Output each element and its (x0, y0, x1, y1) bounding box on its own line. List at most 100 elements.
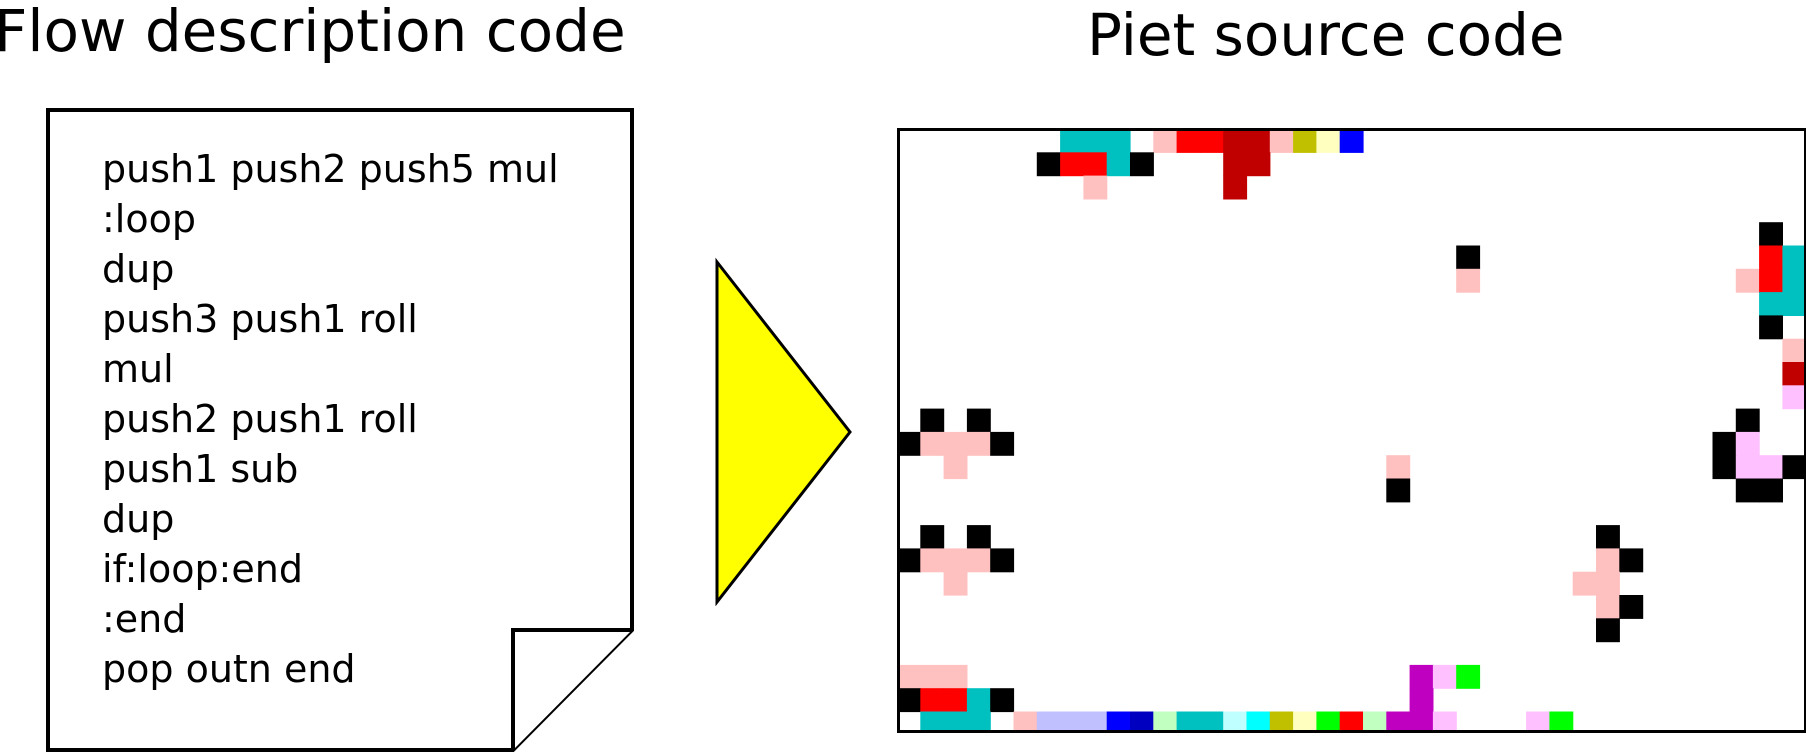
piet-codel-light-red (920, 548, 945, 573)
piet-codel-black (1759, 315, 1783, 340)
piet-codel-black (1036, 152, 1061, 177)
piet-codel-light-red (943, 664, 968, 689)
piet-codel-light-green (1363, 711, 1387, 730)
piet-codel-black (1782, 455, 1804, 480)
piet-codel-dark-cyan (1199, 711, 1224, 730)
piet-codel-dark-cyan (1782, 245, 1804, 270)
piet-codel-dark-red (1782, 362, 1804, 386)
piet-codel-light-blue (1060, 711, 1084, 730)
piet-codel-red (1339, 711, 1364, 730)
piet-codel-light-red (943, 455, 968, 480)
conversion-arrow (715, 257, 852, 606)
piet-codel-black (1619, 548, 1644, 573)
piet-codel-light-red (943, 571, 968, 596)
piet-codel-dark-blue (1130, 711, 1154, 730)
folded-corner (511, 628, 632, 750)
code-line: mul (102, 347, 174, 391)
piet-codel-red (1199, 131, 1224, 153)
piet-codel-dark-red (1223, 131, 1248, 153)
piet-codel-red (1176, 131, 1201, 153)
code-line: push3 push1 roll (102, 297, 418, 341)
piet-codel-light-red (1596, 595, 1620, 619)
piet-codel-black (1735, 478, 1760, 503)
piet-codel-dark-red (1223, 175, 1248, 200)
piet-codel-dark-cyan (1176, 711, 1201, 730)
piet-codel-black (990, 688, 1015, 713)
piet-codel-light-magenta (1735, 431, 1760, 456)
piet-codel-light-magenta (1526, 711, 1550, 730)
piet-codel-red (1083, 152, 1108, 177)
code-line: push1 sub (102, 447, 299, 491)
piet-codel-light-magenta (1735, 455, 1760, 480)
piet-codel-light-red (1456, 268, 1481, 293)
piet-codel-green (1456, 664, 1481, 689)
piet-codel-light-red (966, 431, 991, 456)
piet-codel-dark-cyan (1060, 131, 1084, 153)
piet-codel-black (1130, 152, 1154, 177)
piet-codel-light-yellow (1316, 131, 1341, 153)
code-line: :loop (102, 197, 196, 241)
piet-codel-dark-cyan (966, 711, 991, 730)
piet-codel-black (1735, 408, 1760, 433)
piet-codel-dark-cyan (1782, 292, 1804, 316)
piet-codel-light-red (1269, 131, 1294, 153)
piet-codel-red (1759, 245, 1783, 270)
piet-codel-light-red (1596, 571, 1620, 596)
piet-codel-light-red (943, 431, 968, 456)
piet-source-title: Piet source code (1087, 1, 1565, 69)
piet-codel-dark-cyan (1759, 292, 1783, 316)
piet-codel-black (900, 431, 921, 456)
piet-codel-light-magenta (1432, 711, 1457, 730)
piet-codel-light-blue (1036, 711, 1061, 730)
piet-codel-light-yellow (1293, 711, 1317, 730)
piet-program-canvas (897, 128, 1806, 733)
piet-codel-black (1759, 222, 1783, 247)
piet-codel-light-red (966, 548, 991, 573)
piet-codel-dark-cyan (1106, 131, 1131, 153)
piet-codel-black (966, 525, 991, 549)
piet-codel-black (1712, 455, 1737, 480)
flow-description-title: Flow description code (0, 0, 626, 65)
piet-codel-dark-cyan (920, 711, 945, 730)
piet-codel-dark-red (1246, 131, 1271, 153)
code-line: push1 push2 push5 mul (102, 147, 559, 191)
piet-codel-light-blue (1083, 711, 1108, 730)
piet-codel-dark-yellow (1293, 131, 1317, 153)
piet-codel-dark-red (1246, 152, 1271, 177)
piet-codel-light-magenta (1759, 455, 1783, 480)
document-outline (46, 108, 634, 752)
piet-codel-light-red (1735, 268, 1760, 293)
piet-codel-blue (1106, 711, 1131, 730)
piet-codel-dark-cyan (1083, 131, 1108, 153)
piet-codel-dark-magenta (1409, 664, 1434, 689)
piet-codel-black (1596, 618, 1620, 643)
piet-codel-black (900, 688, 921, 713)
piet-codel-black (1596, 525, 1620, 549)
piet-codel-cyan (1246, 711, 1271, 730)
piet-codel-light-red (1013, 711, 1038, 730)
piet-codel-light-red (1083, 175, 1108, 200)
piet-codel-black (1619, 595, 1644, 619)
code-line: if:loop:end (102, 547, 303, 591)
piet-codel-light-red (1572, 571, 1597, 596)
code-line: dup (102, 247, 175, 291)
piet-codel-dark-cyan (943, 711, 968, 730)
code-line: push2 push1 roll (102, 397, 418, 441)
piet-codel-black (900, 548, 921, 573)
piet-codel-black (1712, 431, 1737, 456)
code-line: dup (102, 497, 175, 541)
piet-codel-blue (1339, 131, 1364, 153)
piet-codel-black (1386, 478, 1411, 503)
piet-codel-red (1060, 152, 1084, 177)
piet-codel-green (1549, 711, 1574, 730)
piet-codel-light-red (900, 664, 921, 689)
piet-codel-black (966, 408, 991, 433)
piet-codel-light-red (1782, 338, 1804, 363)
piet-codel-light-green (1153, 711, 1178, 730)
piet-codel-red (1759, 268, 1783, 293)
piet-codel-light-red (1596, 548, 1620, 573)
piet-codel-light-cyan (1223, 711, 1248, 730)
piet-codel-dark-red (1223, 152, 1248, 177)
piet-codel-light-red (1386, 455, 1411, 480)
piet-codel-black (1759, 478, 1783, 503)
